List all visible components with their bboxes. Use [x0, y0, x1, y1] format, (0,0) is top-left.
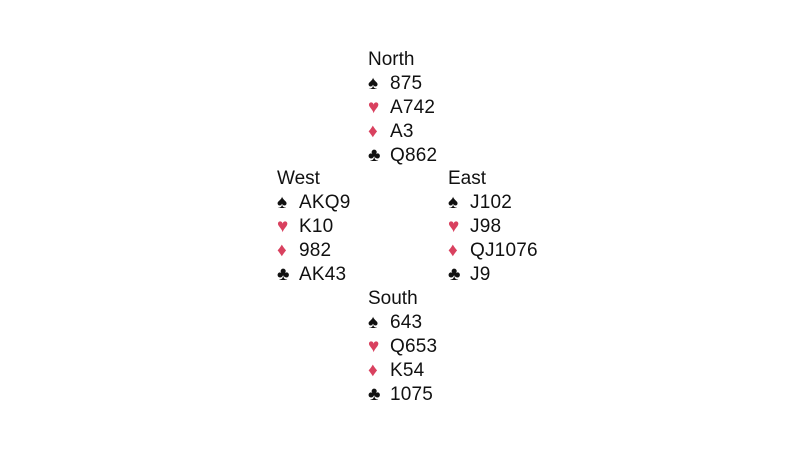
north-spades-cards: 875	[390, 73, 423, 94]
diamond-icon: ♦	[368, 121, 378, 142]
spade-icon: ♠	[448, 192, 459, 213]
south-spades-cards: 643	[390, 312, 423, 333]
north-hearts-cards: A742	[390, 97, 436, 118]
heart-icon: ♥	[368, 97, 380, 118]
south-spades-row: ♠ 643	[368, 311, 437, 335]
north-hand: North ♠ 875 ♥ A742 ♦ A3 ♣ Q862	[368, 48, 437, 168]
east-spades-row: ♠ J102	[448, 191, 538, 215]
south-hearts-row: ♥ Q653	[368, 335, 437, 359]
east-spades-cards: J102	[470, 192, 513, 213]
diamond-icon: ♦	[277, 240, 287, 261]
south-clubs-row: ♣ 1075	[368, 383, 437, 407]
east-clubs-row: ♣ J9	[448, 263, 538, 287]
spade-icon: ♠	[368, 312, 379, 333]
south-hearts-cards: Q653	[390, 336, 438, 357]
west-diamonds-cards: 982	[299, 240, 332, 261]
east-hearts-cards: J98	[470, 216, 502, 237]
east-clubs-cards: J9	[470, 264, 491, 285]
west-hearts-row: ♥ K10	[277, 215, 351, 239]
west-hearts-cards: K10	[299, 216, 334, 237]
north-player-label: North	[368, 49, 415, 70]
club-icon: ♣	[368, 384, 381, 405]
south-hand: South ♠ 643 ♥ Q653 ♦ K54 ♣ 1075	[368, 287, 437, 407]
east-player-label: East	[448, 168, 487, 189]
west-spades-row: ♠ AKQ9	[277, 191, 351, 215]
north-diamonds-row: ♦ A3	[368, 120, 437, 144]
north-clubs-cards: Q862	[390, 145, 438, 166]
north-hearts-row: ♥ A742	[368, 96, 437, 120]
south-diamonds-row: ♦ K54	[368, 359, 437, 383]
west-spades-cards: AKQ9	[299, 192, 351, 213]
west-clubs-row: ♣ AK43	[277, 263, 351, 287]
diamond-icon: ♦	[448, 240, 458, 261]
heart-icon: ♥	[448, 216, 460, 237]
west-clubs-cards: AK43	[299, 264, 347, 285]
club-icon: ♣	[368, 145, 381, 166]
diamond-icon: ♦	[368, 360, 378, 381]
south-clubs-cards: 1075	[390, 384, 434, 405]
south-diamonds-cards: K54	[390, 360, 425, 381]
spade-icon: ♠	[368, 73, 379, 94]
west-hand: West ♠ AKQ9 ♥ K10 ♦ 982 ♣ AK43	[277, 167, 351, 287]
south-player-label: South	[368, 288, 418, 309]
west-diamonds-row: ♦ 982	[277, 239, 351, 263]
north-spades-row: ♠ 875	[368, 72, 437, 96]
east-diamonds-row: ♦ QJ1076	[448, 239, 538, 263]
heart-icon: ♥	[368, 336, 380, 357]
east-hearts-row: ♥ J98	[448, 215, 538, 239]
north-clubs-row: ♣ Q862	[368, 144, 437, 168]
heart-icon: ♥	[277, 216, 289, 237]
spade-icon: ♠	[277, 192, 288, 213]
east-diamonds-cards: QJ1076	[470, 240, 538, 261]
east-hand: East ♠ J102 ♥ J98 ♦ QJ1076 ♣ J9	[448, 167, 538, 287]
club-icon: ♣	[448, 264, 461, 285]
west-player-label: West	[277, 168, 320, 189]
club-icon: ♣	[277, 264, 290, 285]
north-diamonds-cards: A3	[390, 121, 414, 142]
